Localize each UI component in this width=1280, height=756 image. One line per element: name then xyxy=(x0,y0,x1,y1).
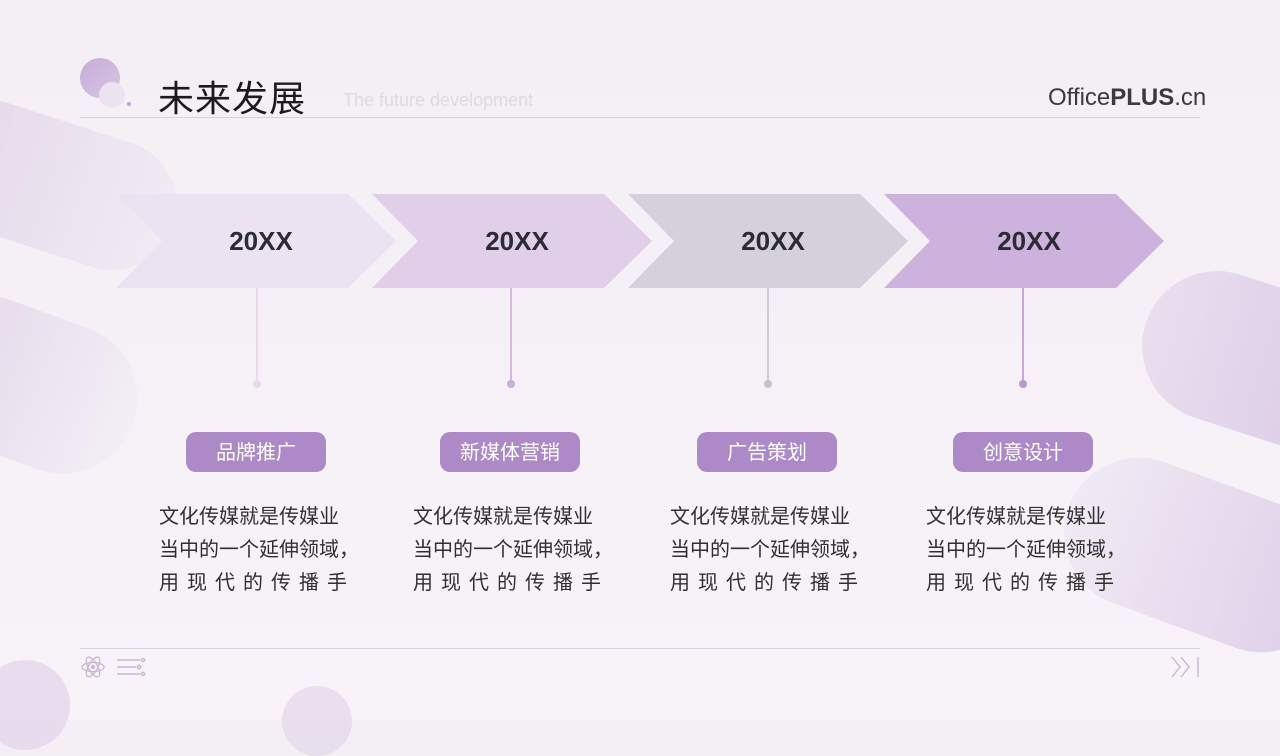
footer-divider xyxy=(80,648,1200,649)
chevron-shape-icon xyxy=(372,194,652,288)
logo-dot-icon xyxy=(127,102,131,106)
description-line: 当中的一个延伸领域， xyxy=(413,537,613,561)
timeline-arrow-3: 20XX xyxy=(628,194,908,288)
description-line: 用现代的传播手 xyxy=(926,570,1122,594)
connector-dot xyxy=(764,380,772,388)
description-text: 文化传媒就是传媒业 当中的一个延伸领域， 用现代的传播手 xyxy=(670,500,900,599)
chevron-shape-icon xyxy=(628,194,908,288)
page-title: 未来发展 xyxy=(158,79,307,120)
menu-lines-icon xyxy=(117,658,146,676)
chevron-shape-icon xyxy=(884,194,1164,288)
description-line: 文化传媒就是传媒业 xyxy=(670,504,850,528)
header-divider xyxy=(80,117,1200,118)
connector-dot xyxy=(1019,380,1027,388)
description-line: 当中的一个延伸领域， xyxy=(159,537,359,561)
connector-line xyxy=(767,288,769,384)
timeline-arrow-1: 20XX xyxy=(116,194,396,288)
brand-suffix: .cn xyxy=(1174,84,1207,111)
chevron-shape-icon xyxy=(116,194,396,288)
fast-forward-icon[interactable] xyxy=(1170,655,1200,679)
description-text: 文化传媒就是传媒业 当中的一个延伸领域， 用现代的传播手 xyxy=(413,500,643,599)
category-tag: 新媒体营销 xyxy=(440,432,580,472)
timeline-year: 20XX xyxy=(741,226,805,256)
brand-logo: OfficePLUS.cn xyxy=(1048,84,1206,112)
connector-dot xyxy=(507,380,515,388)
logo-circle-icon xyxy=(99,82,125,108)
timeline-arrow-2: 20XX xyxy=(372,194,652,288)
description-text: 文化传媒就是传媒业 当中的一个延伸领域， 用现代的传播手 xyxy=(926,500,1156,599)
category-tag: 广告策划 xyxy=(697,432,837,472)
timeline-year: 20XX xyxy=(485,226,549,256)
description-line: 当中的一个延伸领域， xyxy=(926,537,1126,561)
description-line: 当中的一个延伸领域， xyxy=(670,537,870,561)
background-blob xyxy=(0,275,159,495)
description-line: 文化传媒就是传媒业 xyxy=(926,504,1106,528)
background-blob xyxy=(0,660,70,750)
description-line: 文化传媒就是传媒业 xyxy=(413,504,593,528)
page-subtitle: The future development xyxy=(343,90,534,110)
connector-line xyxy=(256,288,258,384)
category-tag: 创意设计 xyxy=(953,432,1093,472)
brand-bold: PLUS xyxy=(1110,84,1175,111)
connector-dot xyxy=(253,380,261,388)
timeline-arrow-4: 20XX xyxy=(884,194,1164,288)
background-blob xyxy=(282,686,352,756)
timeline-year: 20XX xyxy=(997,226,1061,256)
timeline-year: 20XX xyxy=(229,226,293,256)
category-tag: 品牌推广 xyxy=(186,432,326,472)
description-line: 文化传媒就是传媒业 xyxy=(159,504,339,528)
connector-line xyxy=(510,288,512,384)
description-line: 用现代的传播手 xyxy=(670,570,866,594)
description-line: 用现代的传播手 xyxy=(159,570,355,594)
atom-icon xyxy=(81,656,105,678)
brand-prefix: Office xyxy=(1048,84,1111,111)
connector-line xyxy=(1022,288,1024,384)
description-line: 用现代的传播手 xyxy=(413,570,609,594)
description-text: 文化传媒就是传媒业 当中的一个延伸领域， 用现代的传播手 xyxy=(159,500,389,599)
